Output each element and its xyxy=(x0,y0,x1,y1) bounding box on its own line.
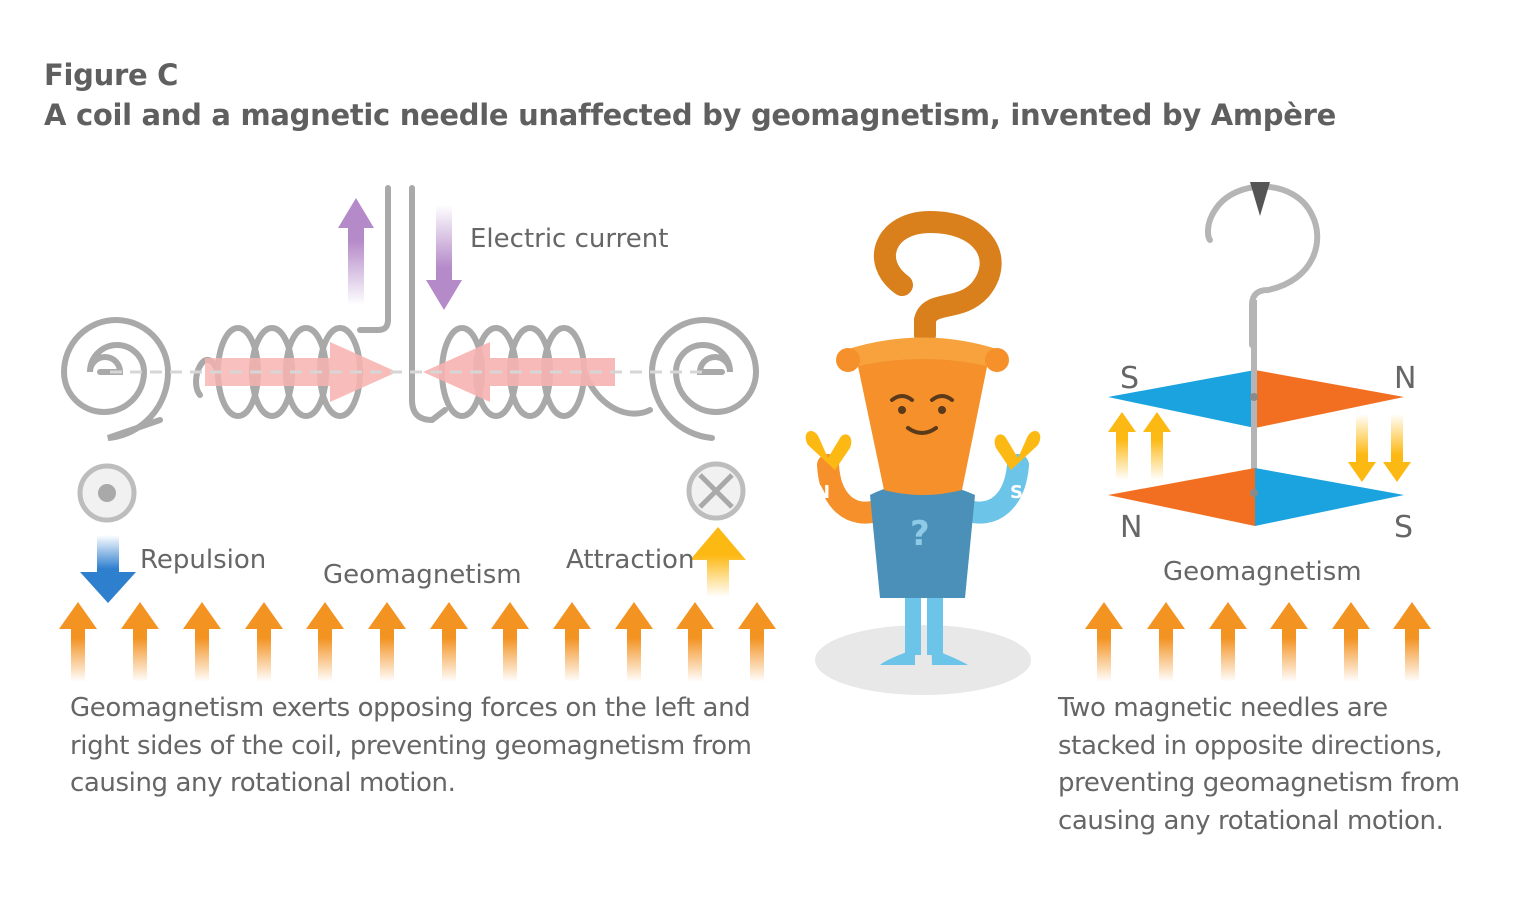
lead-wire-right xyxy=(409,185,448,424)
current-into-page-icon xyxy=(686,461,746,521)
current-up-arrow xyxy=(338,198,374,305)
current-out-of-page-icon xyxy=(77,463,137,523)
pole-label-top-left: S xyxy=(1120,361,1139,396)
pole-label-top-right: N xyxy=(1394,361,1416,396)
electric-current-label: Electric current xyxy=(470,224,668,254)
repulsion-arrow xyxy=(80,535,136,603)
right-caption-line: causing any rotational motion. xyxy=(1058,805,1444,836)
repulsion-label: Repulsion xyxy=(140,545,266,575)
geomagnetism-label-right: Geomagnetism xyxy=(1163,557,1362,587)
needle-assembly xyxy=(1108,182,1404,526)
geomagnetism-arrows-right xyxy=(1085,602,1431,682)
right-caption-line: Two magnetic needles are xyxy=(1058,693,1388,723)
right-caption: Two magnetic needles are stacked in oppo… xyxy=(1058,690,1498,840)
left-caption-line: Geomagnetism exerts opposing forces on t… xyxy=(70,693,751,723)
attraction-arrow xyxy=(690,527,746,597)
mascot-hand-label-n: N xyxy=(815,482,830,503)
left-spiral xyxy=(60,317,172,441)
right-caption-line: stacked in opposite directions, xyxy=(1058,730,1443,761)
left-caption: Geomagnetism exerts opposing forces on t… xyxy=(70,690,810,803)
right-caption-line: preventing geomagnetism from xyxy=(1058,768,1460,798)
question-mascot-icon: N S ? xyxy=(805,210,1041,695)
needle-force-arrows-down xyxy=(1348,414,1411,482)
figure-label: Figure C xyxy=(44,58,179,92)
left-caption-line: causing any rotational motion. xyxy=(70,768,456,798)
current-down-arrow xyxy=(426,205,462,310)
svg-text:?: ? xyxy=(910,514,930,554)
attraction-label: Attraction xyxy=(566,545,694,575)
figure-title: A coil and a magnetic needle unaffected … xyxy=(44,98,1336,132)
bottom-needle-s-half xyxy=(1255,468,1404,526)
right-spiral xyxy=(648,317,760,441)
geomagnetism-arrows-left xyxy=(59,602,776,682)
top-needle-n-half xyxy=(1255,370,1404,428)
geomagnetism-label-left: Geomagnetism xyxy=(323,560,522,590)
bottom-needle-n-half xyxy=(1108,468,1255,526)
pole-label-bottom-left: N xyxy=(1120,510,1142,545)
left-caption-line: right sides of the coil, preventing geom… xyxy=(70,730,752,761)
mascot-hand-label-s: S xyxy=(1010,482,1023,503)
lead-wire-left xyxy=(357,185,391,333)
pole-label-bottom-right: S xyxy=(1394,510,1413,545)
top-needle-s-half xyxy=(1108,370,1255,428)
needle-force-arrows-up xyxy=(1108,412,1171,480)
pivot-marker-icon xyxy=(1250,182,1270,216)
